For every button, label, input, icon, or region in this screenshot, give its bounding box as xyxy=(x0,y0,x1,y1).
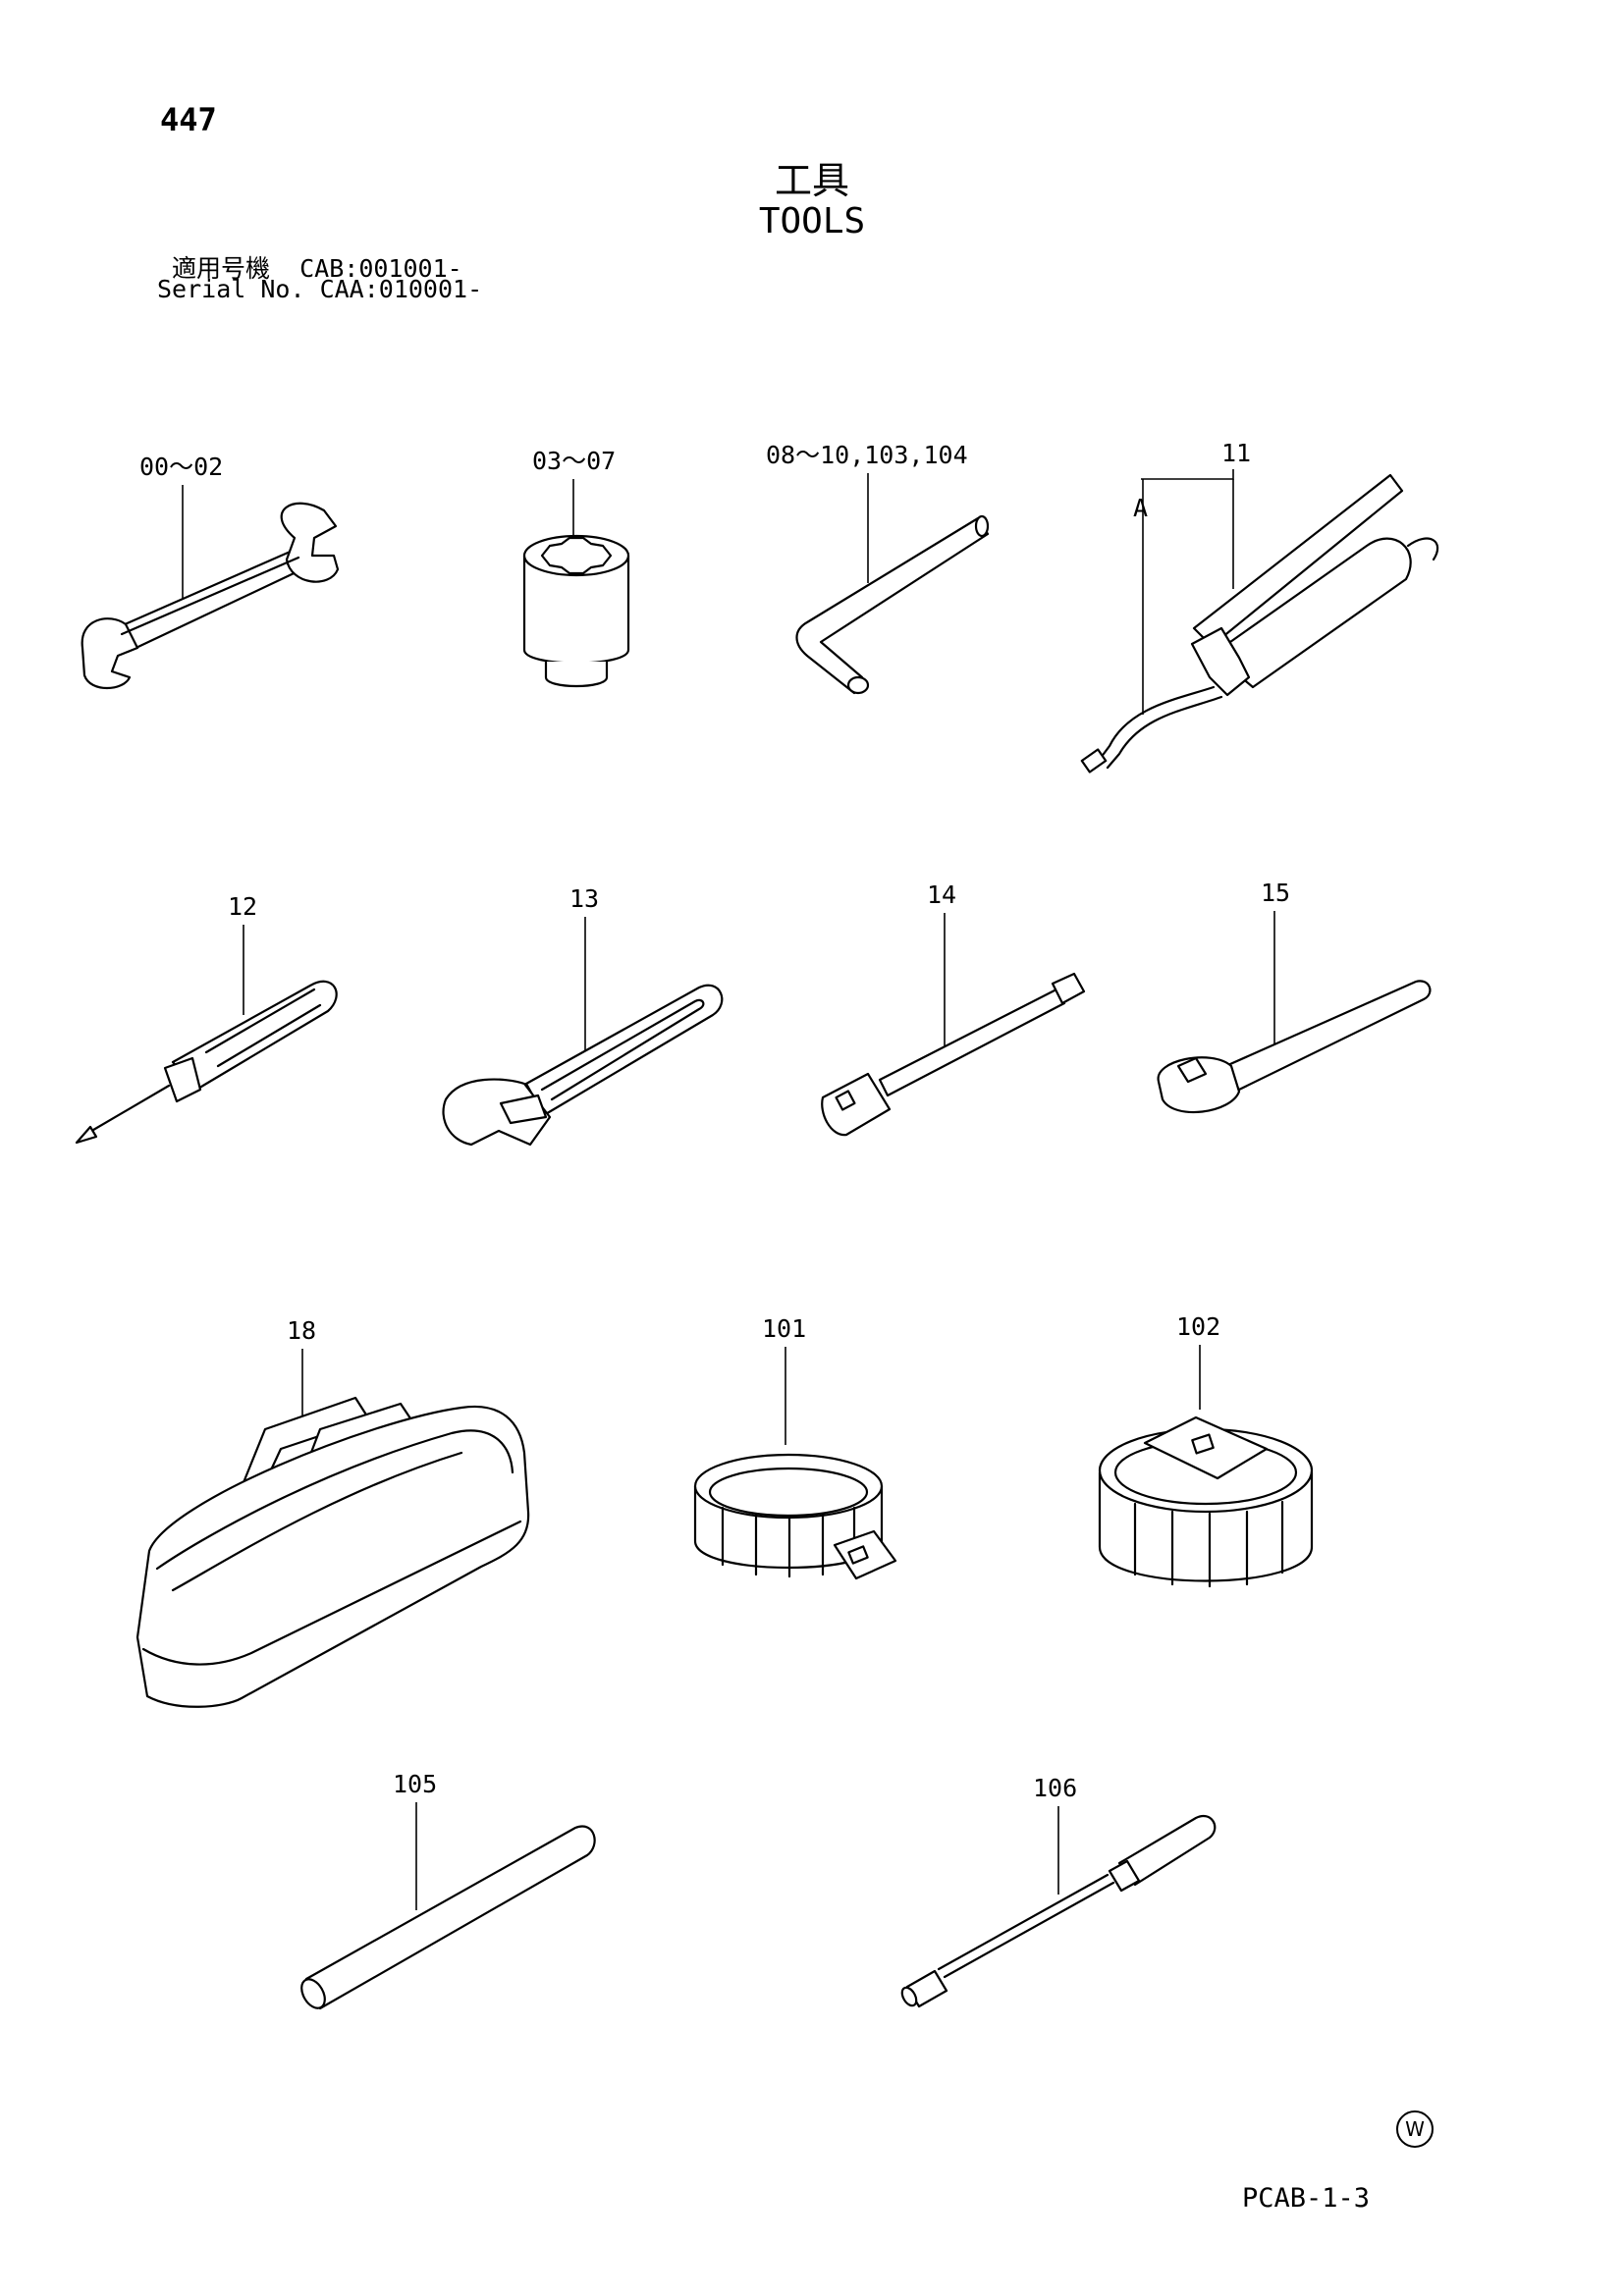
callout-hex-key: 08～10,103,104 xyxy=(766,441,968,469)
awl-illustration: 12 xyxy=(75,892,338,1145)
watermark-w: W xyxy=(1396,2110,1434,2148)
page-number: 447 xyxy=(160,101,217,138)
serial-label-english: Serial No. xyxy=(157,275,305,303)
callout-tool-bag: 18 xyxy=(287,1316,316,1345)
serial-line-english: Serial No. CAA:010001- xyxy=(157,275,482,303)
serial-label-japanese: 適用号機 xyxy=(172,254,271,283)
sheet-code: PCAB-1-3 xyxy=(1242,2183,1371,2214)
callout-filter-wrench-strap: 101 xyxy=(762,1314,806,1343)
callout-socket-driver: 106 xyxy=(1033,1774,1077,1802)
socket-illustration: 03～07 xyxy=(522,447,630,688)
callout-pipe: 105 xyxy=(393,1770,437,1798)
callout-ratchet: 15 xyxy=(1261,879,1290,907)
adjustable-wrench-illustration: 13 xyxy=(442,884,724,1147)
grease-gun-illustration: 11 A xyxy=(1080,439,1439,774)
filter-wrench-cap-illustration: 102 xyxy=(1098,1312,1314,1588)
callout-grease-gun-hose: A xyxy=(1133,494,1148,522)
serial-line-japanese: 適用号機 CAB:001001- xyxy=(172,249,462,285)
ratchet-illustration: 15 xyxy=(1157,879,1432,1114)
pipe-illustration: 105 xyxy=(300,1770,596,2010)
serial-value-japanese: CAB:001001- xyxy=(299,254,462,283)
tool-bag-illustration: 18 xyxy=(135,1316,530,1708)
page-title-japanese: 工具 xyxy=(774,159,849,202)
wrench-illustration: 00～02 xyxy=(81,453,340,689)
extension-bar-illustration: 14 xyxy=(821,881,1086,1137)
callout-adjustable-wrench: 13 xyxy=(569,884,599,913)
callout-socket: 03～07 xyxy=(532,447,616,475)
callout-awl: 12 xyxy=(228,892,257,921)
socket-driver-illustration: 106 xyxy=(900,1774,1217,2008)
hex-key-illustration: 08～10,103,104 xyxy=(766,441,990,695)
serial-value-english: CAA:010001- xyxy=(319,275,483,303)
callout-filter-wrench-cap: 102 xyxy=(1176,1312,1220,1341)
callout-wrench: 00～02 xyxy=(139,453,223,481)
filter-wrench-strap-illustration: 101 xyxy=(693,1314,897,1580)
callout-grease-gun: 11 xyxy=(1221,439,1251,467)
callout-extension-bar: 14 xyxy=(927,881,956,909)
page-title-english: TOOLS xyxy=(758,201,866,241)
